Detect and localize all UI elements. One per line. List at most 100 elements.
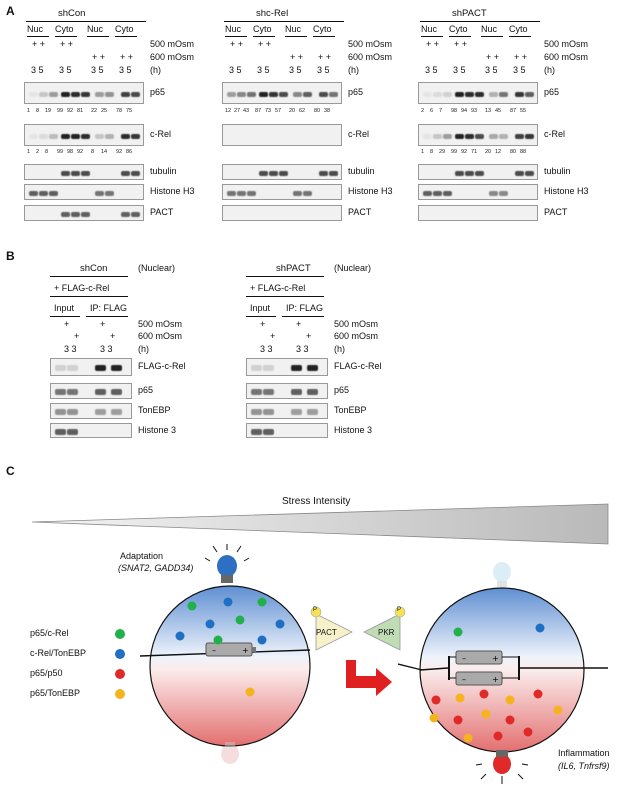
construct-label: + FLAG-c-Rel [250,283,306,293]
band [95,190,104,196]
band [81,91,90,97]
band [67,389,78,395]
plus-500: + [64,319,70,329]
time-label: 3 3 [100,344,113,354]
band [515,133,524,139]
crel-quant-value: 92 [461,149,468,155]
time-label: 3 5 [31,65,44,75]
crel-quant-value: 88 [520,149,527,155]
crel-quant-value: 98 [67,149,74,155]
band [71,211,80,217]
construct-rule [246,296,324,297]
plus-500: + [260,319,266,329]
plus-600: + [74,331,80,341]
p65-quant-value: 38 [324,108,331,114]
crel-quant-value: 71 [471,149,478,155]
ip-blot [50,383,132,399]
crel-quant-value: 92 [116,149,123,155]
fraction-rule [509,36,531,37]
band [475,170,484,176]
group-tag: (Nuclear) [138,263,176,273]
row-label: PACT [150,207,174,217]
ip-blot [246,383,328,399]
fraction-label: Cyto [509,24,528,34]
row-label: Histone H3 [348,186,393,196]
fraction-label: Cyto [115,24,134,34]
fraction-rule [313,36,335,37]
band [111,409,122,415]
band [465,133,474,139]
cond-hours-label: (h) [138,344,149,354]
fraction-rule [27,36,49,37]
band [303,190,312,196]
band [423,91,432,97]
band [433,190,442,196]
time-label: 3 5 [485,65,498,75]
panel-b-letter: B [6,249,15,263]
band [49,91,58,97]
p65-quant-value: 94 [461,108,468,114]
time-label: 3 5 [317,65,330,75]
input-rule [246,316,276,317]
row-label: tubulin [544,166,571,176]
group-rule [50,276,128,277]
time-label: 3 3 [64,344,77,354]
plus-600: + [110,331,116,341]
left-cell-diagram: – + [140,544,311,764]
band [237,91,246,97]
row-label: c-Rel [544,129,566,139]
pact-label: PACT [316,628,337,637]
band [499,190,508,196]
row-label: c-Rel [348,129,370,139]
band [269,170,278,176]
band [489,190,498,196]
band [465,91,474,97]
time-label: 3 5 [513,65,526,75]
band [269,91,278,97]
band [251,389,262,395]
panel-a-letter: A [6,4,15,18]
input-label: Input [250,303,271,313]
group-rule [420,21,540,22]
time-label: 3 5 [119,65,132,75]
stress-intensity-label: Stress Intensity [282,496,351,507]
fraction-rule [87,36,109,37]
band [227,190,236,196]
band [49,190,58,196]
band [105,190,114,196]
band [67,428,78,435]
unlit-bulb-icon [493,562,511,587]
blot-pact [222,205,342,221]
svg-text:+: + [242,646,249,655]
group-rule [26,21,146,22]
inflammation-title: Inflammation [558,748,610,758]
band [263,389,274,395]
plus-500: + [296,319,302,329]
blot-c-rel [24,124,144,146]
group-title: shCon [80,263,108,274]
fraction-rule [285,36,307,37]
band [307,365,318,371]
band [251,428,262,435]
blot-histone-h3 [222,184,342,200]
inflammation-genes: (IL6, Tnfrsf9) [558,761,610,771]
band [237,190,246,196]
plus-600: + [306,331,312,341]
cond-500-label: 500 mOsm [334,319,379,329]
p65-quant-value: 1 [27,108,31,114]
cond-500-label: 500 mOsm [348,39,393,49]
fraction-rule [225,36,247,37]
p65-quant-value: 19 [45,108,52,114]
fraction-label: Nuc [285,24,302,34]
band [71,133,80,139]
band [61,133,70,139]
time-label: 3 5 [289,65,302,75]
ip-rule [86,316,128,317]
blot-p65 [222,82,342,104]
row-label: Histone 3 [138,424,177,435]
blot-pact [418,205,538,221]
row-label: TonEBP [138,405,171,415]
svg-text:–: – [462,654,466,663]
band [455,133,464,139]
band [455,170,464,176]
